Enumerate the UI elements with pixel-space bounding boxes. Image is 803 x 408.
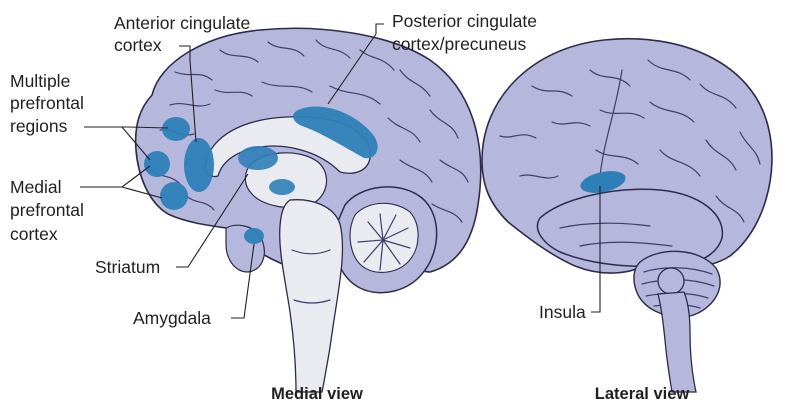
posterior-cingulate-label-line1: Posterior cingulate [392, 11, 537, 31]
striatum-region-2 [269, 179, 295, 195]
striatum-region [238, 146, 278, 170]
anterior-cingulate-label-line2: cortex [114, 35, 162, 55]
medial-prefrontal-region [160, 182, 188, 210]
medial-view-caption: Medial view [271, 385, 363, 403]
amygdala-region [244, 228, 264, 244]
medial-brain [136, 28, 481, 392]
striatum-label: Striatum [95, 257, 160, 277]
multiple-prefrontal-label-line3: regions [10, 116, 68, 136]
lateral-view-caption: Lateral view [595, 385, 690, 403]
posterior-cingulate-label-line2: cortex/precuneus [392, 34, 526, 54]
medial-prefrontal-label-line1: Medial [10, 177, 62, 197]
anterior-cingulate-region [184, 138, 214, 192]
pons [658, 268, 684, 294]
prefrontal-region-1 [162, 117, 190, 141]
prefrontal-region-2 [144, 151, 170, 177]
medial-prefrontal-label-line2: prefrontal [10, 200, 84, 220]
medial-prefrontal-label-line3: cortex [10, 224, 58, 244]
anterior-cingulate-label-line1: Anterior cingulate [114, 13, 250, 33]
brainstem [280, 200, 343, 392]
amygdala-label: Amygdala [133, 308, 211, 328]
insula-label: Insula [539, 302, 586, 322]
multiple-prefrontal-label-line1: Multiple [10, 71, 70, 91]
lateral-brain [482, 39, 772, 392]
multiple-prefrontal-label-line2: prefrontal [10, 93, 84, 113]
